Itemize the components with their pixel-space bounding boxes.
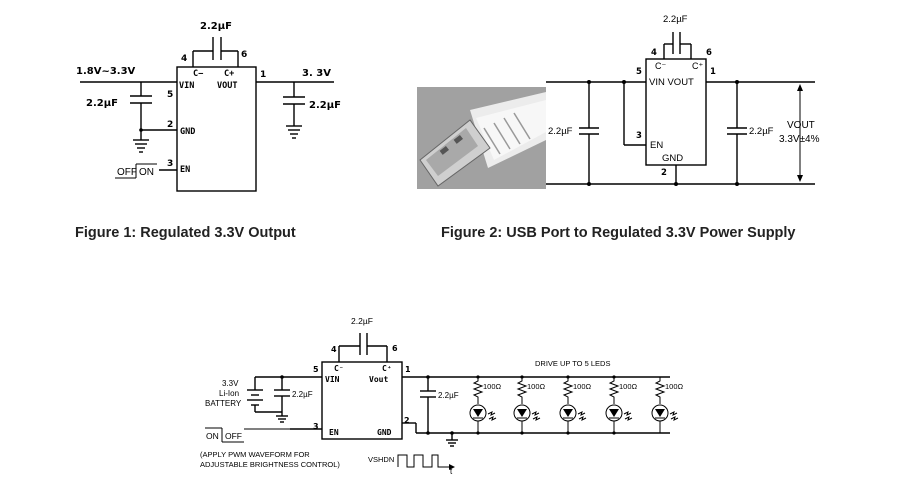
resistor-3 [562, 377, 574, 404]
fig2-pin6: 6 [706, 48, 712, 58]
led-branch-2: 100Ω [513, 375, 546, 435]
fig3-pin4: 4 [331, 345, 337, 354]
led-5-light-icon [669, 411, 679, 421]
resistor-2 [516, 377, 528, 404]
fig2-ic-body [645, 58, 707, 166]
fig3-ic-body [321, 361, 403, 440]
fig3-pin-cplus: C⁺ [382, 364, 392, 373]
figure-2: 2.2µF 4 6 C⁻ C⁺ VIN VOUT EN GND 5 1 3 2 … [417, 14, 820, 189]
fig2-pin2: 2 [661, 168, 667, 178]
resistor-5 [654, 377, 666, 404]
figure-1: 2.2µF 4 6 C− C+ VIN VOUT GND EN 1.8V~3.3… [76, 21, 341, 192]
fig1-pin6: 6 [241, 50, 247, 60]
fig3-pin2: 2 [404, 416, 410, 425]
fig2-pin-vin-vout: VIN VOUT [649, 77, 694, 88]
fig1-pin-gnd: GND [180, 127, 195, 137]
fig1-pin4: 4 [181, 54, 187, 64]
fig2-cap-out-label: 2.2µF [749, 126, 774, 137]
fig1-pin5: 5 [167, 90, 173, 100]
led-4-light-icon [623, 411, 633, 421]
fig1-vin-label: 1.8V~3.3V [76, 66, 136, 77]
fig3-switch-off: OFF [225, 431, 242, 441]
fig2-pin-gnd: GND [662, 153, 683, 164]
fig1-pin2: 2 [167, 120, 173, 130]
fig3-cap-out-label: 2.2µF [438, 391, 459, 400]
fig2-pin-cminus: C⁻ [655, 61, 666, 71]
led-branch-1: 100Ω [469, 375, 502, 435]
fig1-cap-top-label: 2.2µF [200, 21, 232, 32]
fig3-battery-line3: BATTERY [205, 399, 242, 408]
led-branch-5: 100Ω [651, 377, 684, 433]
fig1-caption: Figure 1: Regulated 3.3V Output [75, 225, 296, 241]
fig3-battery-line1: 3.3V [222, 379, 239, 388]
resistor-1 [472, 377, 484, 404]
fig2-pin-cplus: C⁺ [692, 61, 703, 71]
fig2-pin5: 5 [636, 67, 642, 77]
led-1-light-icon [487, 411, 497, 421]
fig1-pin-vout: VOUT [217, 81, 237, 91]
resistor-1-label: 100Ω [483, 382, 502, 391]
fig2-cap-top-label: 2.2µF [663, 14, 688, 25]
fig1-vout-label: 3. 3V [302, 68, 331, 79]
fig3-t-label: t [450, 467, 453, 476]
fig3-pin-cminus: C⁻ [334, 364, 344, 373]
fig2-pin4: 4 [651, 48, 657, 58]
led-3-light-icon [577, 411, 587, 421]
fig2-pin1: 1 [710, 67, 716, 77]
fig3-pin-vout: Vout [369, 375, 388, 384]
fig1-pin3: 3 [167, 159, 173, 169]
fig2-caption: Figure 2: USB Port to Regulated 3.3V Pow… [441, 225, 796, 241]
fig3-pin3: 3 [313, 422, 319, 431]
fig3-pin5: 5 [313, 365, 319, 374]
fig1-pin1: 1 [260, 70, 266, 80]
fig3-switch-on: ON [206, 431, 219, 441]
fig1-switch-off: OFF [117, 167, 137, 178]
resistor-4-label: 100Ω [619, 382, 638, 391]
fig3-pin1: 1 [405, 365, 411, 374]
fig3-cap-top-label: 2.2µF [351, 316, 373, 326]
resistor-2-label: 100Ω [527, 382, 546, 391]
fig3-pwm-waveform [397, 454, 452, 468]
led-branch-4: 100Ω [605, 375, 638, 435]
fig3-pin-en: EN [329, 428, 339, 437]
resistor-4 [608, 377, 620, 404]
fig1-pin-vin: VIN [179, 81, 194, 91]
fig1-cap-in-label: 2.2µF [86, 98, 118, 109]
usb-plug-photo [417, 87, 546, 189]
fig1-ic-body [176, 66, 257, 192]
fig2-pin-en: EN [650, 140, 663, 151]
fig3-battery-line2: Li-Ion [219, 389, 239, 398]
fig1-pin-en: EN [180, 165, 190, 175]
fig2-vout-value: 3.3V±4% [779, 134, 820, 145]
fig3-pwm-note-line1: (APPLY PWM WAVEFORM FOR [200, 450, 310, 459]
resistor-3-label: 100Ω [573, 382, 592, 391]
fig3-pwm-note-line2: ADJUSTABLE BRIGHTNESS CONTROL) [200, 460, 340, 469]
fig1-pin-cminus: C− [193, 69, 203, 79]
fig3-vshdn-label: VSHDN [368, 455, 394, 464]
fig1-cap-out-label: 2.2µF [309, 100, 341, 111]
figure-3: 2.2µF 4 6 C⁻ C⁺ VIN Vout EN GND 5 1 3 2 … [200, 316, 684, 476]
fig1-pin-cplus: C+ [224, 69, 234, 79]
fig3-pin-vin: VIN [325, 375, 340, 384]
led-2-light-icon [531, 411, 541, 421]
fig2-cap-in-label: 2.2µF [548, 126, 573, 137]
fig2-vout-label: VOUT [787, 120, 815, 131]
led-branch-3: 100Ω [559, 375, 592, 435]
fig2-pin3: 3 [636, 131, 642, 141]
fig3-pin-gnd: GND [377, 428, 392, 437]
fig3-pin6: 6 [392, 344, 398, 353]
fig3-leds-title: DRIVE UP TO 5 LEDS [535, 359, 610, 368]
fig1-switch-on: ON [139, 167, 154, 178]
fig3-cap-in-label: 2.2µF [292, 390, 313, 399]
resistor-5-label: 100Ω [665, 382, 684, 391]
